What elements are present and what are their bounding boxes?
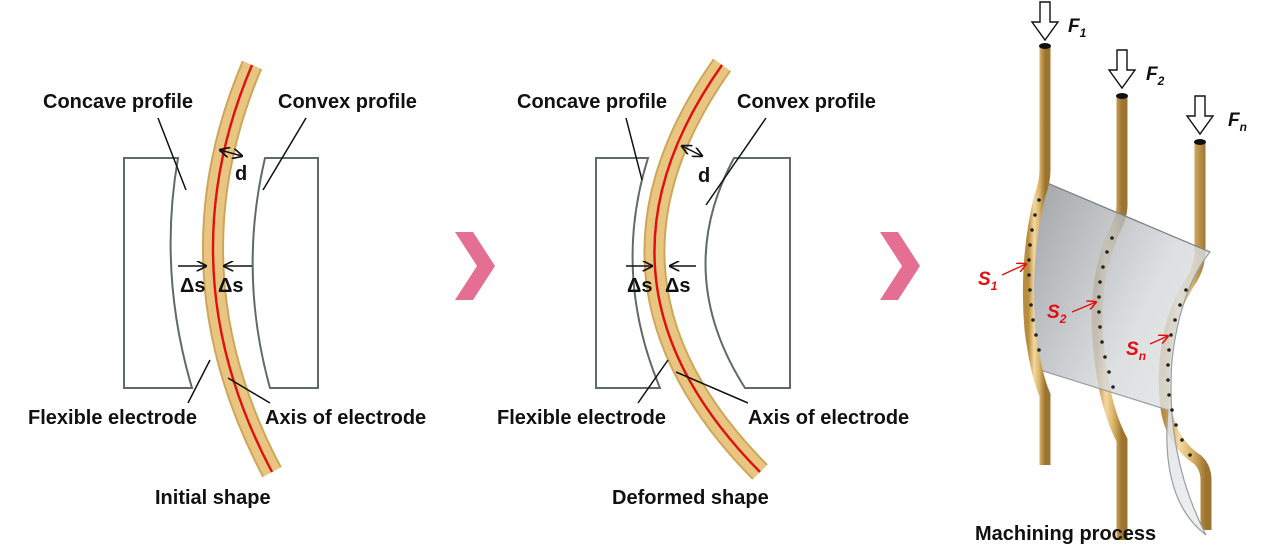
concave-block (123, 157, 194, 389)
surface-label-2: S2 (1047, 302, 1067, 326)
delta-s-right-label: Δs (218, 275, 244, 297)
concave-profile-label: Concave profile (517, 91, 667, 113)
force-arrow-1 (1030, 1, 1060, 42)
machining-process-caption: Machining process (975, 523, 1156, 545)
force-arrow-2 (1107, 49, 1137, 90)
delta-s-right-label: Δs (665, 275, 691, 297)
d-dimension-arrow (220, 150, 242, 156)
initial-shape-caption: Initial shape (155, 487, 271, 509)
surface-label-n: Sn (1126, 339, 1146, 363)
axis-leader (675, 371, 749, 404)
panel-deformed-shape: d Δs Δs Concave profile Convex profile F… (497, 58, 909, 509)
convex-block (251, 157, 319, 389)
axis-of-electrode-label: Axis of electrode (748, 407, 909, 429)
flexible-electrode-label: Flexible electrode (497, 407, 666, 429)
flexible-leader (637, 359, 669, 404)
force-label-n: Fn (1228, 110, 1247, 134)
chevron-arrow-1 (455, 232, 495, 300)
flexible-leader (187, 359, 211, 404)
axis-of-electrode-label: Axis of electrode (265, 407, 426, 429)
d-label: d (698, 165, 710, 187)
d-label: d (235, 163, 247, 185)
convex-leader (705, 117, 767, 206)
surface-arrow-1 (1001, 264, 1026, 276)
panel-initial-shape: d Δs Δs Concave profile Convex profile F… (28, 60, 426, 509)
convex-block (704, 157, 791, 389)
convex-profile-label: Convex profile (278, 91, 417, 113)
force-label-1: F1 (1068, 16, 1087, 40)
panel-machining-process: F1 F2 Fn S1 S2 Sn Machining process (975, 1, 1247, 545)
electrode-axis-line (211, 64, 274, 473)
slot-dots-1 (1027, 198, 1041, 352)
d-dimension-arrow (682, 146, 702, 156)
electrode-axis-line (653, 64, 761, 473)
delta-s-left-label: Δs (627, 275, 653, 297)
deformed-shape-caption: Deformed shape (612, 487, 769, 509)
surface-label-1: S1 (978, 269, 998, 293)
rod-top-2 (1116, 93, 1128, 99)
force-arrow-n (1185, 95, 1215, 136)
flexible-electrode-label: Flexible electrode (28, 407, 197, 429)
force-label-2: F2 (1146, 64, 1165, 88)
convex-leader (262, 117, 307, 191)
slot-dots-2 (1097, 236, 1115, 389)
delta-s-left-label: Δs (180, 275, 206, 297)
chevron-arrow-2 (880, 232, 920, 300)
slot-dots-n (1166, 288, 1192, 457)
rod-top-n (1194, 139, 1206, 145)
electrode-rod-1 (1022, 45, 1051, 465)
concave-profile-label: Concave profile (43, 91, 193, 113)
convex-profile-label: Convex profile (737, 91, 876, 113)
concave-leader (157, 117, 187, 191)
concave-leader (625, 117, 643, 181)
surface-arrow-2 (1071, 302, 1096, 313)
rod-top-1 (1039, 43, 1051, 49)
workpiece-back-edge (1039, 179, 1211, 253)
surface-arrow-n (1149, 336, 1168, 345)
axis-leader (227, 377, 271, 404)
